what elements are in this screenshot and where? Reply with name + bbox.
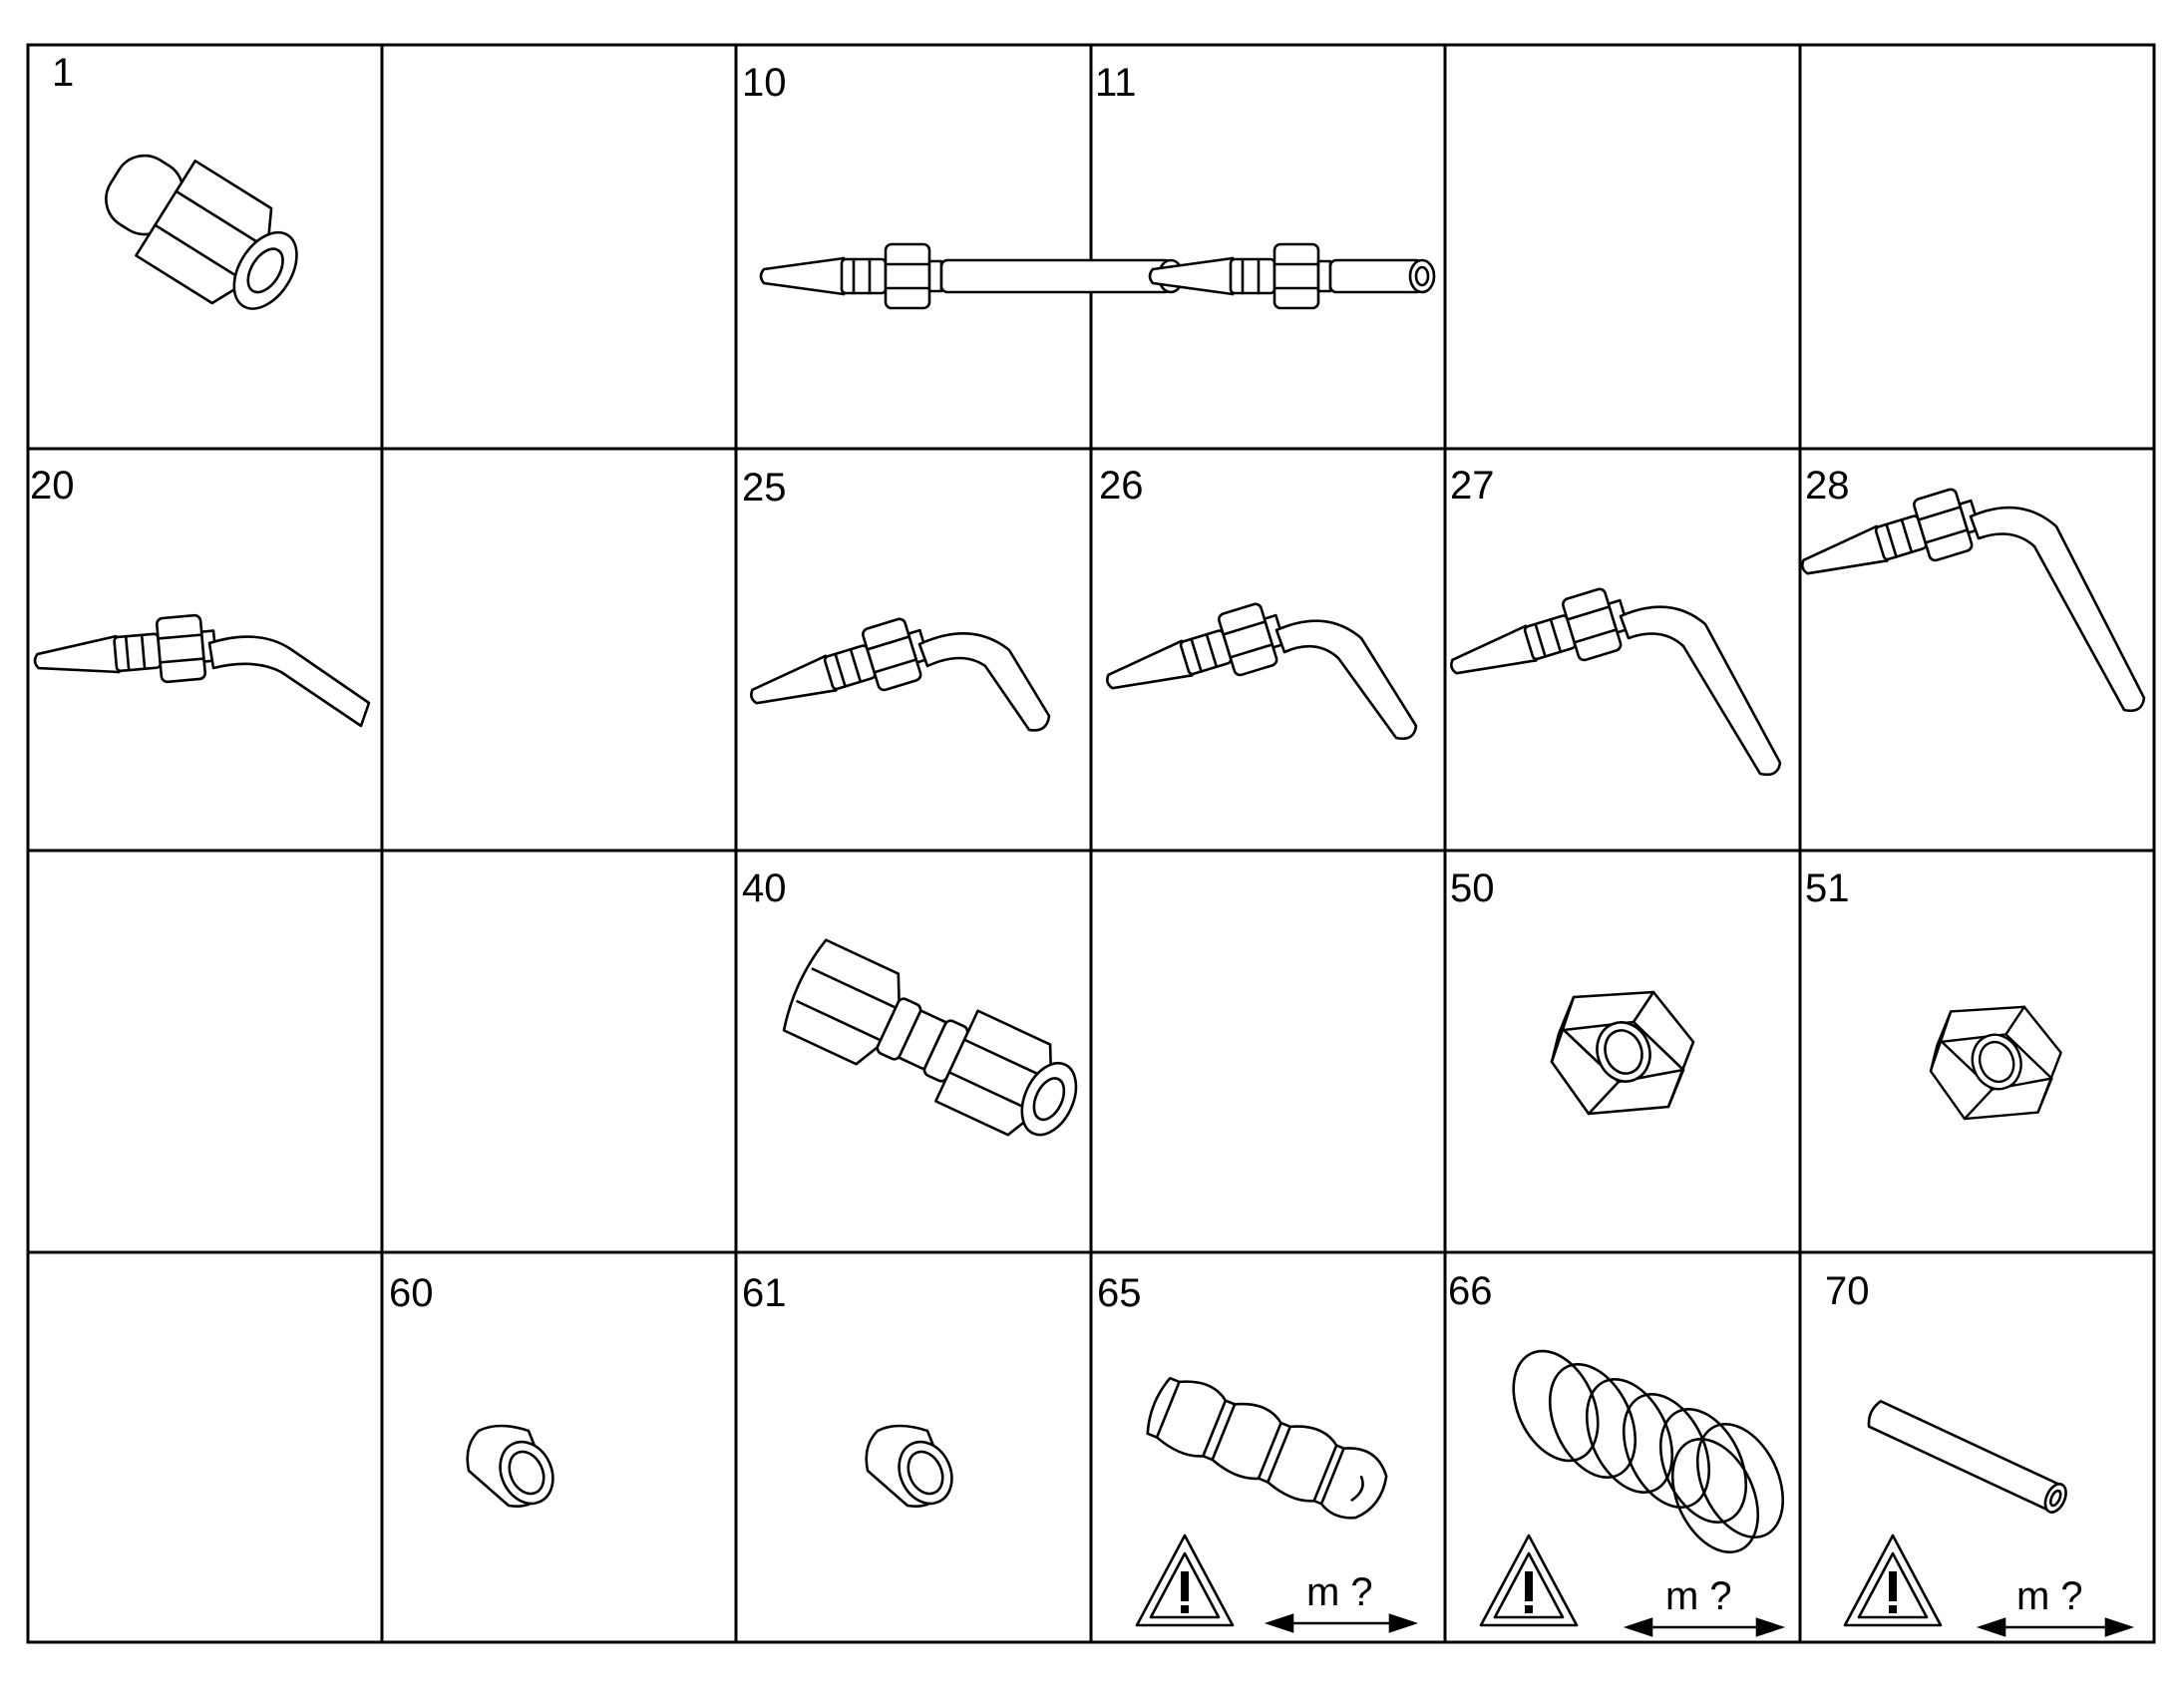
cell-label: 26 bbox=[1099, 464, 1144, 508]
bent-pipe-45-long-icon bbox=[1440, 582, 1782, 777]
double-arrow-icon bbox=[1264, 1613, 1419, 1633]
cell-label: 40 bbox=[742, 866, 787, 910]
bent-pipe-45-short-icon bbox=[740, 612, 1051, 732]
cell-label: 1 bbox=[52, 51, 74, 95]
spiral-protector-icon bbox=[1146, 1376, 1388, 1520]
cell-label: 10 bbox=[742, 61, 787, 105]
cell-label: 28 bbox=[1805, 464, 1850, 508]
grid-lines bbox=[28, 45, 2154, 1642]
double-arrow-icon bbox=[1976, 1617, 2135, 1637]
cell-labels: 1 10 11 20 25 26 27 28 40 50 51 60 61 65… bbox=[30, 51, 1870, 1315]
hex-nut-small-icon bbox=[1929, 1005, 2062, 1121]
warning-icon bbox=[1843, 1534, 1943, 1627]
bent-pipe-45-medium-icon bbox=[1096, 597, 1418, 741]
hex-nut-large-icon bbox=[1550, 990, 1695, 1116]
cell-label: 20 bbox=[30, 464, 75, 508]
cell-label: 60 bbox=[389, 1271, 434, 1315]
bent-pipe-30-icon bbox=[30, 612, 371, 728]
straight-pipe-short-icon bbox=[1148, 242, 1436, 310]
cell-label: 61 bbox=[742, 1271, 787, 1315]
tube-icon bbox=[1867, 1400, 2067, 1514]
length-note: m ? bbox=[1665, 1574, 1732, 1618]
length-note: m ? bbox=[2016, 1574, 2083, 1618]
ferrule-icon bbox=[865, 1424, 963, 1514]
warning-icon bbox=[1135, 1534, 1235, 1627]
cell-label: 25 bbox=[742, 466, 787, 510]
cell-label: 11 bbox=[1095, 61, 1137, 105]
straight-pipe-long-icon bbox=[759, 242, 1185, 310]
double-arrow-icon bbox=[1623, 1617, 1786, 1637]
double-union-icon bbox=[782, 938, 1078, 1137]
cell-label: 27 bbox=[1450, 464, 1495, 508]
cell-label: 50 bbox=[1450, 866, 1495, 910]
coil-spring-icon bbox=[1512, 1349, 1785, 1554]
length-note: m ? bbox=[1306, 1570, 1373, 1614]
cell-label: 51 bbox=[1805, 866, 1850, 910]
cell-label: 66 bbox=[1448, 1269, 1493, 1313]
cell-label: 70 bbox=[1825, 1269, 1870, 1313]
ferrule-icon bbox=[466, 1424, 564, 1514]
warning-icon bbox=[1479, 1534, 1579, 1627]
cell-label: 65 bbox=[1097, 1271, 1142, 1315]
bent-pipe-45-xlong-icon bbox=[1791, 483, 2146, 713]
union-fitting-icon bbox=[105, 154, 298, 310]
